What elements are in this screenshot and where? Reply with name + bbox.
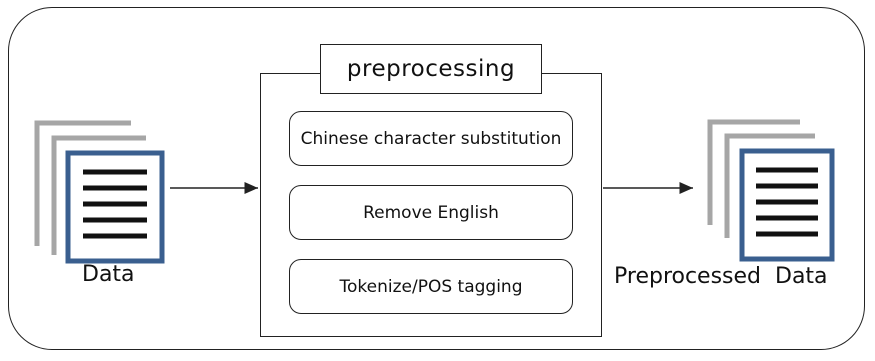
- step-tokenize-pos-tagging: Tokenize/POS tagging: [289, 259, 573, 314]
- step-remove-english: Remove English: [289, 185, 573, 240]
- preprocessing-title: preprocessing: [320, 44, 542, 94]
- output-document-stack-icon: [707, 119, 835, 262]
- step-chinese-character-substitution: Chinese character substitution: [289, 111, 573, 166]
- output-data-label: Preprocessed Data: [614, 264, 828, 289]
- diagram-frame: [8, 7, 865, 350]
- input-document-stack-icon: [34, 120, 165, 264]
- input-data-label: Data: [82, 262, 135, 287]
